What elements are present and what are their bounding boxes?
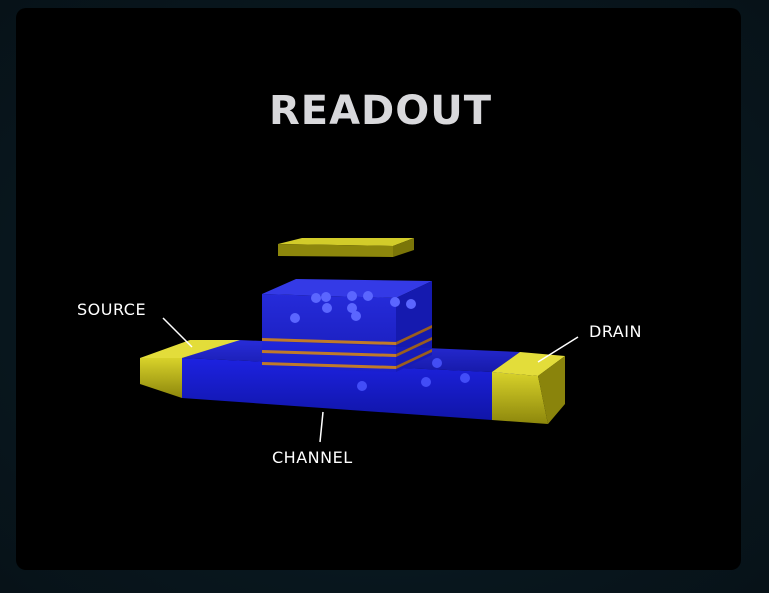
channel-label: CHANNEL [272,448,353,467]
page-title: READOUT [268,88,493,134]
source-leader-line [162,317,193,348]
channel-leader-line [319,411,324,443]
gate-plate [278,238,414,257]
source-electrode [140,340,240,398]
drain-leader-line [537,336,579,363]
drain-electrode [492,352,565,424]
drain-label: DRAIN [589,322,642,341]
gate-stack [262,279,432,372]
source-label: SOURCE [77,300,146,319]
